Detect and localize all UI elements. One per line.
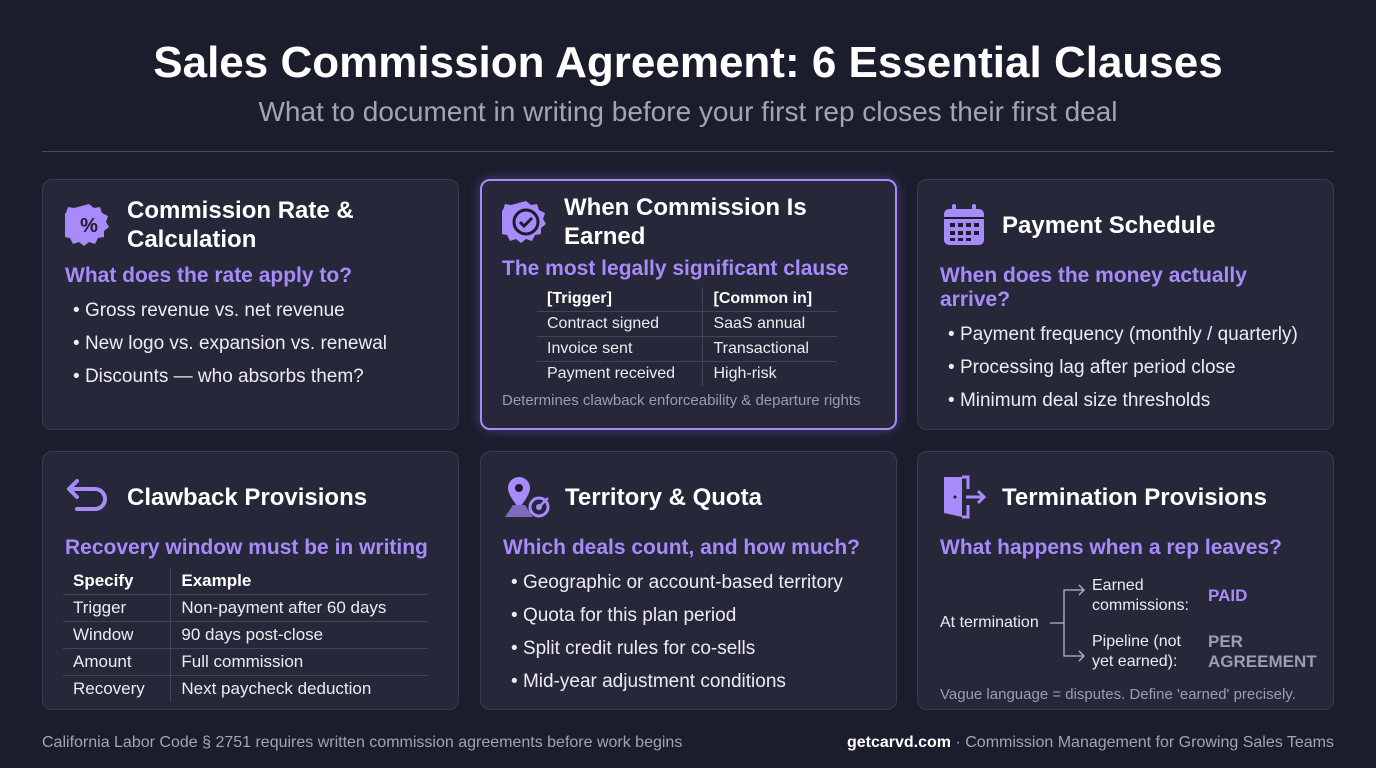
bullet: Discounts — who absorbs them? — [65, 366, 436, 388]
page-title: Sales Commission Agreement: 6 Essential … — [153, 38, 1223, 87]
brand-link[interactable]: getcarvd.com — [846, 734, 952, 751]
bullet: Geographic or account-based territory — [503, 572, 874, 594]
percent-badge-icon: % — [65, 204, 109, 246]
table-row: Payment received High-risk — [537, 361, 837, 386]
cell: Recovery — [63, 675, 172, 702]
label: Pipeline (not — [1092, 633, 1181, 650]
bullet: New logo vs. expansion vs. renewal — [65, 333, 436, 355]
card-subtitle: Recovery window must be in writing — [65, 536, 428, 559]
divider — [42, 151, 1334, 152]
flow-root: At termination — [940, 614, 1039, 631]
card-title: Calculation — [127, 226, 257, 253]
label: PER — [1208, 632, 1243, 651]
bullet: Mid-year adjustment conditions — [503, 671, 874, 693]
cell: Full commission — [170, 648, 428, 676]
cell: Amount — [63, 648, 172, 676]
bullet: Minimum deal size thresholds — [940, 390, 1311, 412]
footer-tagline: · Commission Management for Growing Sale… — [951, 734, 1334, 751]
label: Earned — [1092, 577, 1144, 594]
cell: Window — [63, 621, 172, 649]
table-header: Example — [170, 568, 428, 595]
table-header: Specify — [63, 568, 172, 595]
cell: Trigger — [63, 594, 172, 622]
card-title: Territory & Quota — [565, 483, 762, 511]
bullet: Gross revenue vs. net revenue — [65, 300, 436, 322]
card-commission-rate: % Commission Rate &Calculation What does… — [42, 179, 459, 430]
bullet: Processing lag after period close — [940, 357, 1311, 379]
flow-branch-pipeline: Pipeline (not yet earned): — [1092, 632, 1181, 672]
cell: Transactional — [702, 336, 837, 362]
bullet: Quota for this plan period — [503, 605, 874, 627]
branch-arrows — [1050, 584, 1085, 662]
card-subtitle: When does the money actually arrive? — [940, 264, 1247, 311]
label: yet earned): — [1092, 653, 1178, 670]
check-badge-icon — [502, 201, 546, 243]
card-territory-quota: Territory & Quota Which deals count, and… — [480, 451, 897, 710]
card-termination: Termination Provisions What happens when… — [917, 451, 1334, 710]
map-pin-target-icon — [505, 477, 550, 518]
card-when-earned: When Commission Is Earned The most legal… — [480, 179, 897, 430]
table-row: Recovery Next paycheck deduction — [63, 675, 428, 702]
bullet: Split credit rules for co-sells — [503, 638, 874, 660]
card-title: Payment Schedule — [1002, 211, 1216, 239]
table-header: [Trigger] — [537, 287, 704, 312]
flow-branch-earned: Earned commissions: — [1092, 576, 1189, 616]
card-title: Termination Provisions — [1002, 483, 1267, 511]
label: AGREEMENT — [1208, 652, 1317, 671]
card-note: Vague language = disputes. Define 'earne… — [940, 686, 1296, 703]
footer-brand: getcarvd.com · Commission Management for… — [847, 734, 1334, 752]
card-subtitle: Which deals count, and how much? — [503, 536, 861, 559]
cell: Next paycheck deduction — [181, 679, 372, 698]
tag-paid: PAID — [1208, 586, 1248, 605]
door-exit-icon — [944, 475, 987, 519]
cell: 90 days post-close — [170, 621, 428, 649]
cell: SaaS annual — [702, 311, 837, 337]
bullet: Payment frequency (monthly / quarterly) — [940, 324, 1311, 346]
termination-flow: At termination Earned commissions: PAID P… — [940, 572, 1317, 682]
card-note: Determines clawback enforceability & dep… — [502, 392, 861, 409]
svg-text:%: % — [80, 215, 98, 237]
card-title: Commission Rate & — [127, 197, 354, 224]
cell: Invoice sent — [537, 336, 704, 362]
footer-legal-note: California Labor Code § 2751 requires wr… — [42, 734, 683, 751]
cell: Non-payment after 60 days — [170, 594, 428, 622]
card-clawback: Clawback Provisions Recovery window must… — [42, 451, 459, 710]
undo-arrow-icon — [67, 479, 107, 511]
card-payment-schedule: Payment Schedule When does the money act… — [917, 179, 1334, 430]
table-header: [Common in] — [702, 287, 837, 312]
page-subtitle: What to document in writing before your … — [258, 96, 1118, 127]
cell: Contract signed — [537, 311, 704, 337]
cell: High-risk — [713, 365, 777, 382]
card-title: When Commission Is Earned — [564, 194, 807, 250]
calendar-icon — [944, 204, 984, 245]
label: commissions: — [1092, 597, 1189, 614]
card-title: Clawback Provisions — [127, 483, 368, 511]
cell: Payment received — [537, 361, 704, 386]
card-subtitle: The most legally significant clause — [502, 257, 849, 280]
card-subtitle: What happens when a rep leaves? — [940, 536, 1282, 559]
card-subtitle: What does the rate apply to? — [65, 264, 353, 287]
